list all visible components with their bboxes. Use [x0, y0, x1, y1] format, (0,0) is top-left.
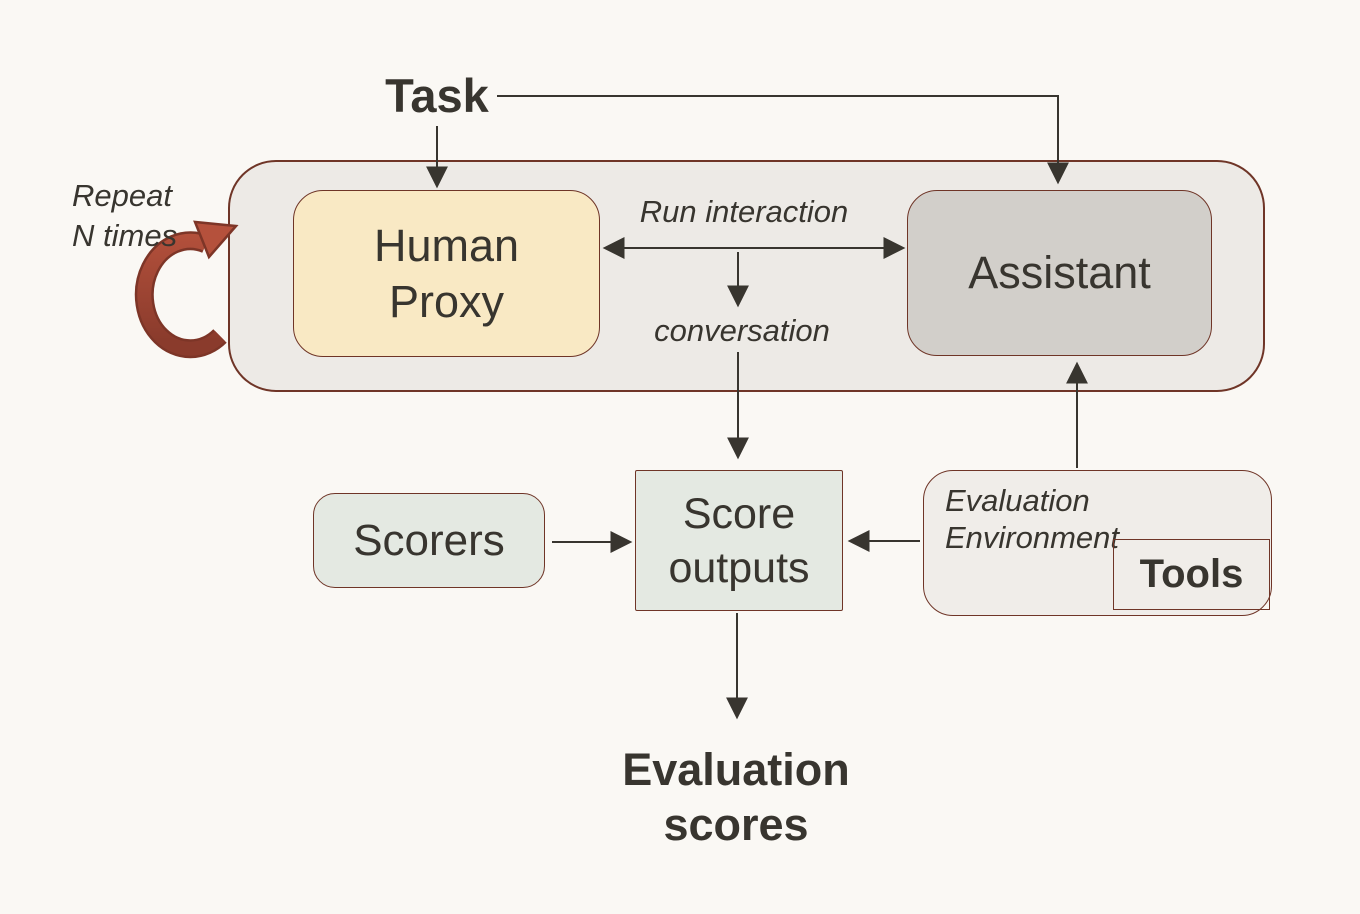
evaluation-scores-label: Evaluation scores: [486, 742, 986, 852]
human-proxy-node: Human Proxy: [293, 190, 600, 357]
assistant-node: Assistant: [907, 190, 1212, 356]
repeat-label-line2: N times: [72, 218, 178, 253]
human-proxy-label-line1: Human: [373, 219, 520, 271]
scorers-node: Scorers: [313, 493, 545, 588]
evaluation-environment-label: Evaluation Environment: [945, 482, 1119, 556]
task-label: Task: [385, 69, 489, 122]
human-proxy-label-line2: Proxy: [388, 275, 505, 327]
evaluation-scores-label-line2: scores: [663, 799, 809, 850]
evaluation-environment-node: Evaluation Environment: [923, 470, 1272, 616]
assistant-label: Assistant: [968, 247, 1151, 298]
repeat-label-line1: Repeat: [72, 178, 172, 213]
repeat-n-times-label: Repeat N times: [72, 176, 177, 256]
score-outputs-node: Score outputs: [635, 470, 843, 611]
score-outputs-label-line2: outputs: [668, 543, 810, 592]
evaluation-environment-label-line2: Environment: [945, 520, 1120, 555]
tools-node: Tools: [1113, 539, 1270, 610]
tools-label: Tools: [1139, 552, 1244, 596]
score-outputs-label-line1: Score: [682, 489, 796, 538]
evaluation-environment-label-line1: Evaluation: [945, 483, 1090, 518]
scorers-label: Scorers: [353, 515, 505, 565]
run-interaction-label: Run interaction: [639, 194, 849, 229]
conversation-label: conversation: [654, 313, 830, 348]
evaluation-scores-label-line1: Evaluation: [622, 744, 850, 795]
